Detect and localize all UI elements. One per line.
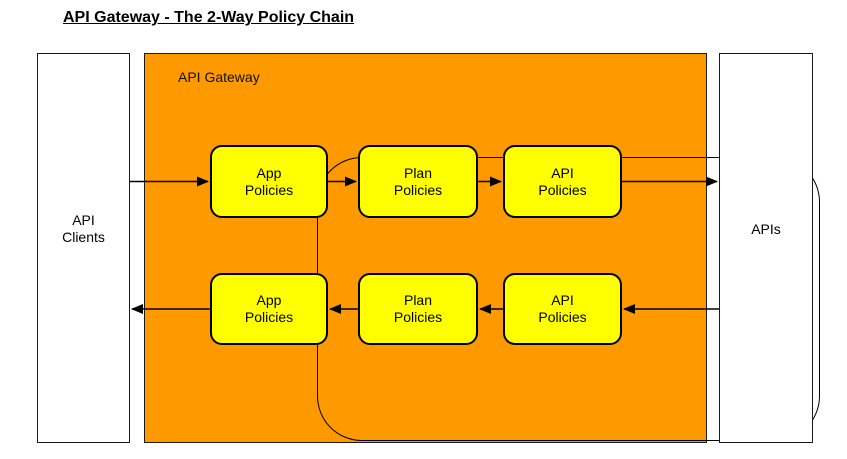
policy-node-app-response: App Policies bbox=[210, 273, 328, 345]
policy-node-label: App Policies bbox=[244, 164, 294, 198]
api-gateway-label: API Gateway bbox=[178, 69, 260, 85]
policy-node-label: App Policies bbox=[244, 292, 294, 325]
policy-node-app-request: App Policies bbox=[210, 145, 328, 218]
policy-node-plan-request: Plan Policies bbox=[358, 145, 478, 218]
policy-node-api-response: API Policies bbox=[503, 273, 622, 345]
policy-node-api-request: API Policies bbox=[503, 145, 622, 218]
api-gateway-box: API Gateway bbox=[144, 53, 820, 443]
policy-node-plan-response: Plan Policies bbox=[358, 273, 478, 345]
apis-box: APIs bbox=[719, 53, 813, 443]
api-clients-box: API Clients bbox=[37, 53, 130, 443]
policy-node-label: Plan Policies bbox=[393, 164, 443, 198]
policy-node-label: Plan Policies bbox=[393, 292, 443, 325]
policy-node-label: API Policies bbox=[538, 292, 587, 325]
apis-label: APIs bbox=[751, 220, 781, 237]
api-clients-label: API Clients bbox=[62, 212, 105, 245]
policy-node-label: API Policies bbox=[538, 164, 587, 198]
diagram-title: API Gateway - The 2-Way Policy Chain bbox=[63, 9, 355, 26]
